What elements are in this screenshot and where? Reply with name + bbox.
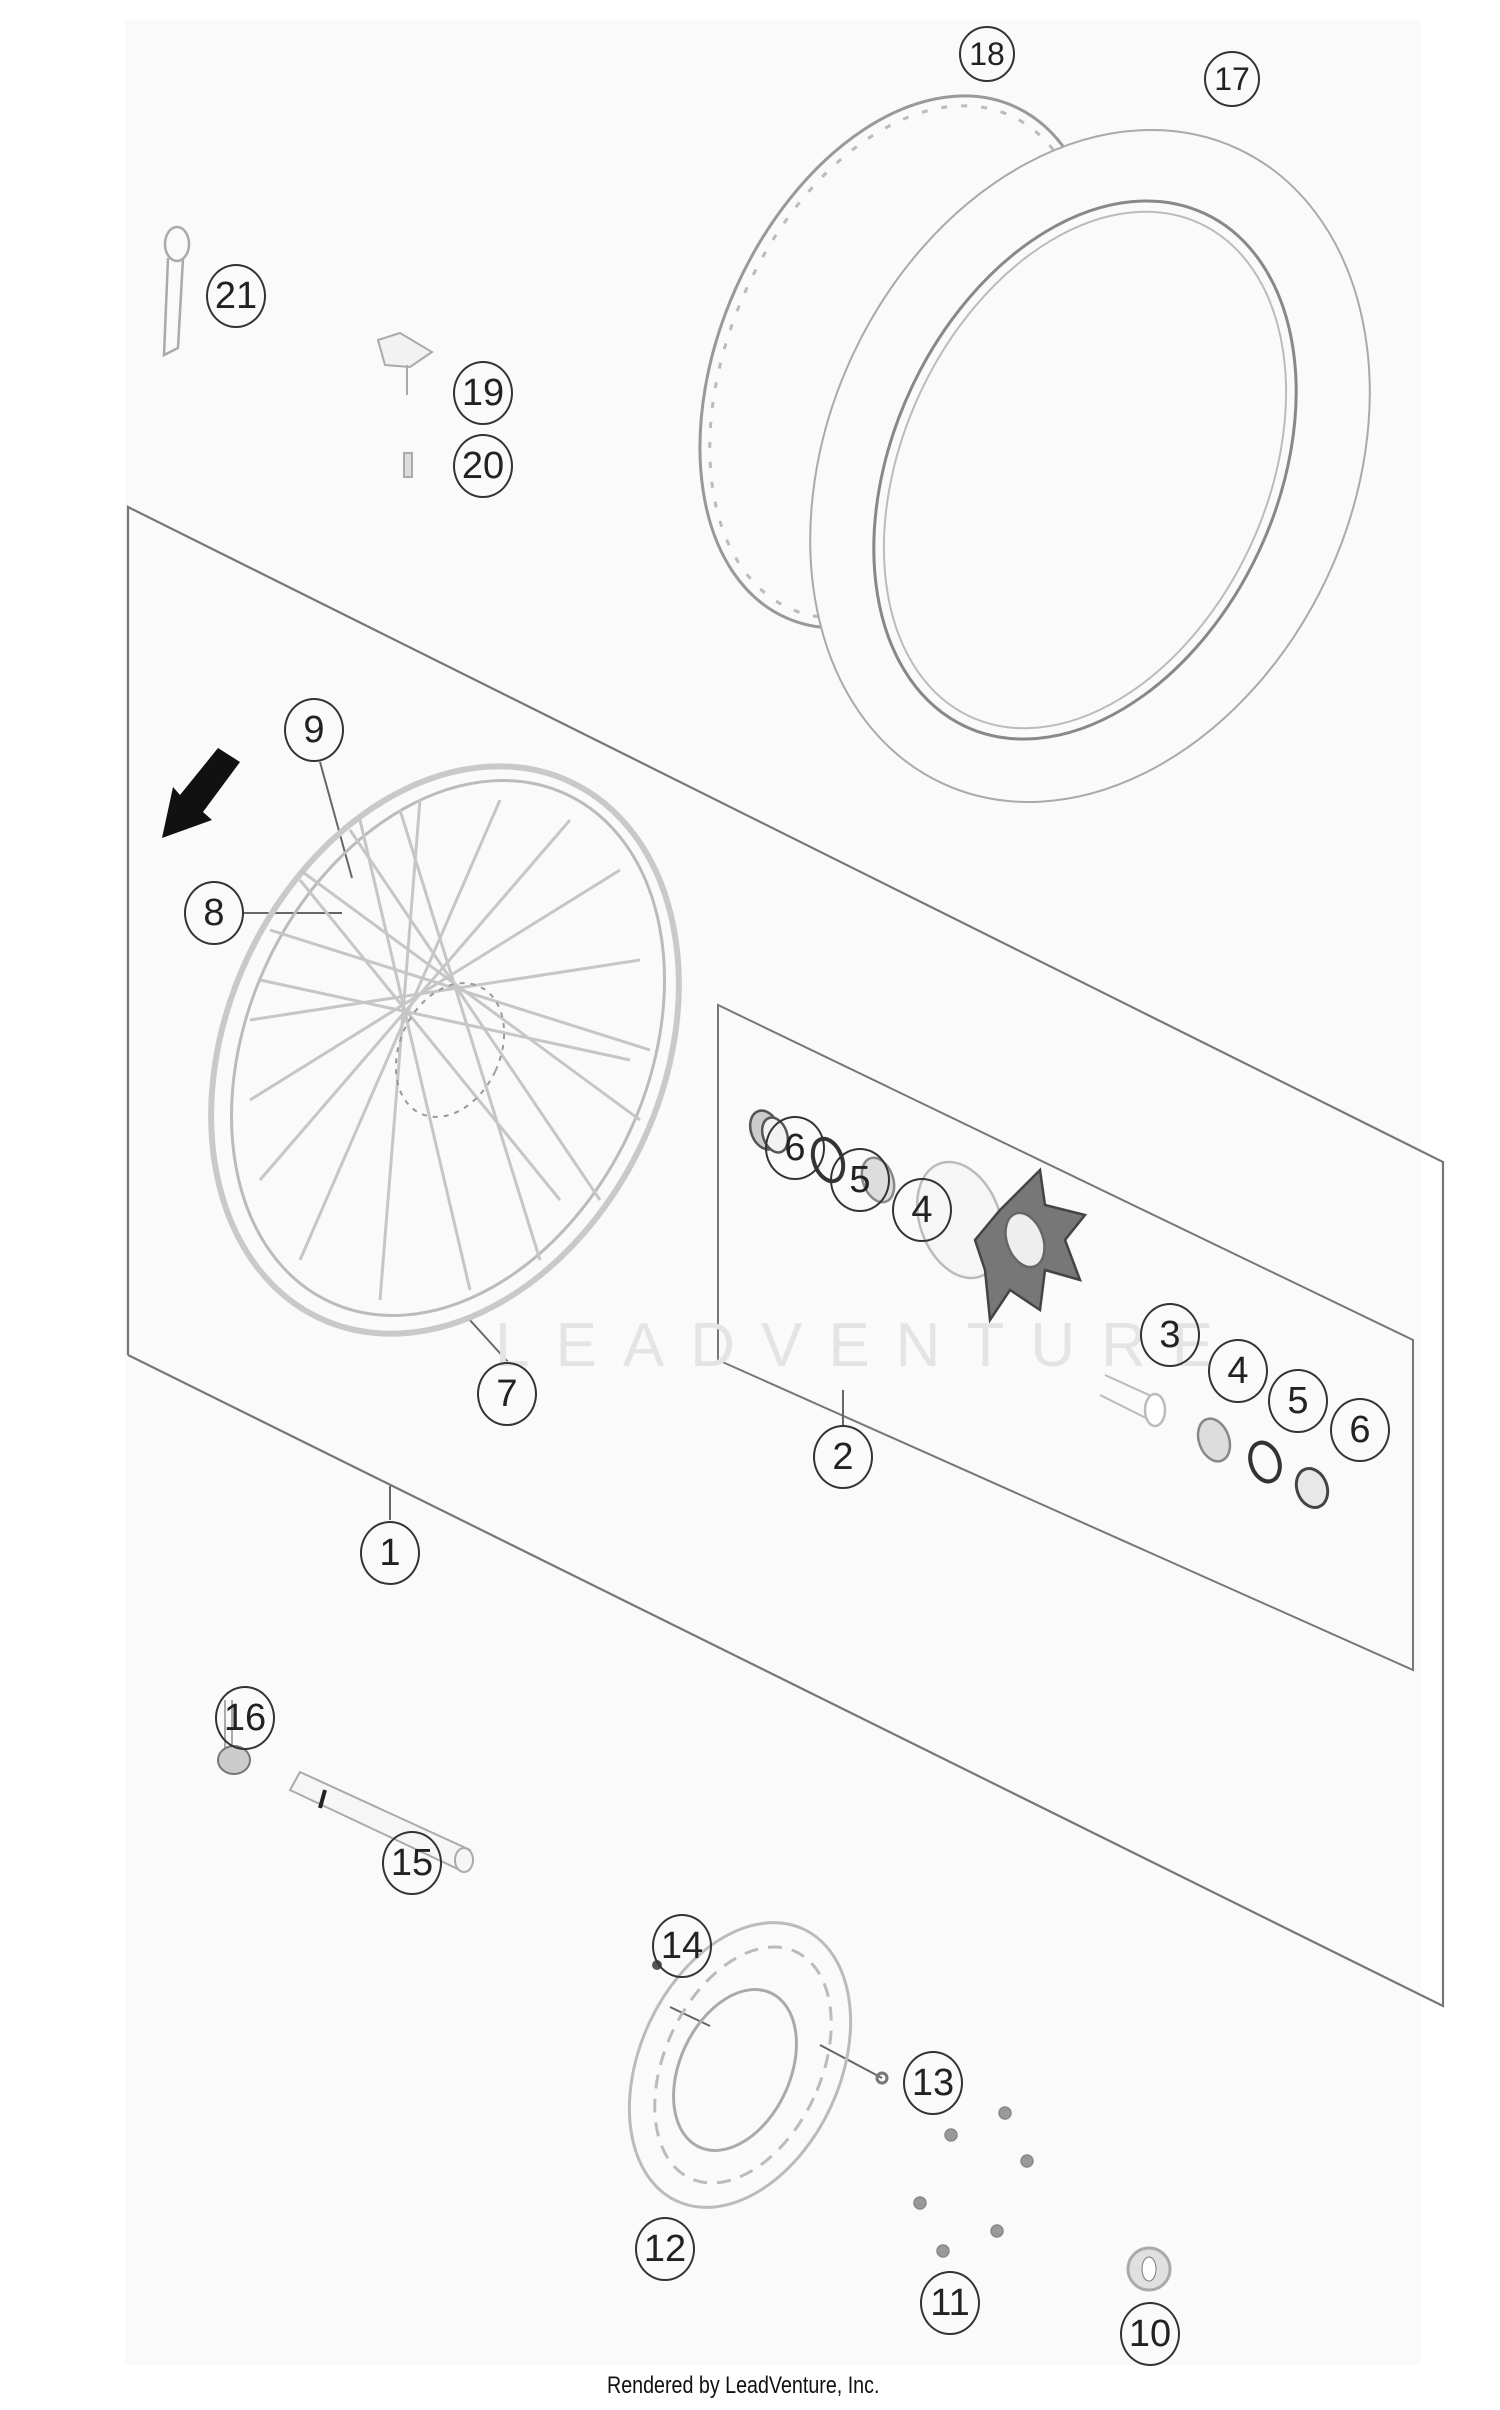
callout-1[interactable]: 1 — [360, 1521, 420, 1585]
rim-lock-drawing — [376, 331, 434, 478]
callout-16[interactable]: 16 — [215, 1686, 275, 1750]
spoke-wrench-drawing — [162, 225, 191, 358]
callout-5[interactable]: 5 — [830, 1148, 890, 1212]
callout-17[interactable]: 17 — [1204, 51, 1260, 107]
tire-drawing — [809, 129, 1371, 803]
leader-lines — [244, 761, 883, 2079]
render-credit: Rendered by LeadVenture, Inc. — [607, 2372, 880, 2399]
callout-6[interactable]: 6 — [765, 1116, 825, 1180]
brake-disc-drawing — [627, 1921, 889, 2209]
callout-14[interactable]: 14 — [652, 1914, 712, 1978]
callout-19[interactable]: 19 — [453, 361, 513, 425]
hub-assembly-panel — [717, 1003, 1414, 1672]
callout-11[interactable]: 11 — [920, 2271, 980, 2335]
callout-8[interactable]: 8 — [184, 881, 244, 945]
callout-7[interactable]: 7 — [477, 1362, 537, 1426]
callout-20[interactable]: 20 — [453, 434, 513, 498]
axle-nut-drawing — [1126, 2246, 1172, 2292]
callout-18[interactable]: 18 — [959, 26, 1015, 82]
callout-6[interactable]: 6 — [1330, 1398, 1390, 1462]
callout-9[interactable]: 9 — [284, 698, 344, 762]
wheel-assembly-panel — [126, 505, 1445, 2008]
callout-4[interactable]: 4 — [892, 1178, 952, 1242]
callout-4[interactable]: 4 — [1208, 1339, 1268, 1403]
callout-12[interactable]: 12 — [635, 2217, 695, 2281]
callout-15[interactable]: 15 — [382, 1831, 442, 1895]
callout-21[interactable]: 21 — [206, 264, 266, 328]
watermark-text: LEADVENTURE — [495, 1311, 1240, 1380]
callout-2[interactable]: 2 — [813, 1425, 873, 1489]
direction-arrow-icon — [162, 748, 240, 838]
callout-3[interactable]: 3 — [1140, 1303, 1200, 1367]
callout-5[interactable]: 5 — [1268, 1369, 1328, 1433]
disc-screws-drawing — [913, 2106, 1034, 2258]
spoked-wheel-drawing — [208, 763, 682, 1337]
callout-10[interactable]: 10 — [1120, 2302, 1180, 2366]
callout-13[interactable]: 13 — [903, 2051, 963, 2115]
